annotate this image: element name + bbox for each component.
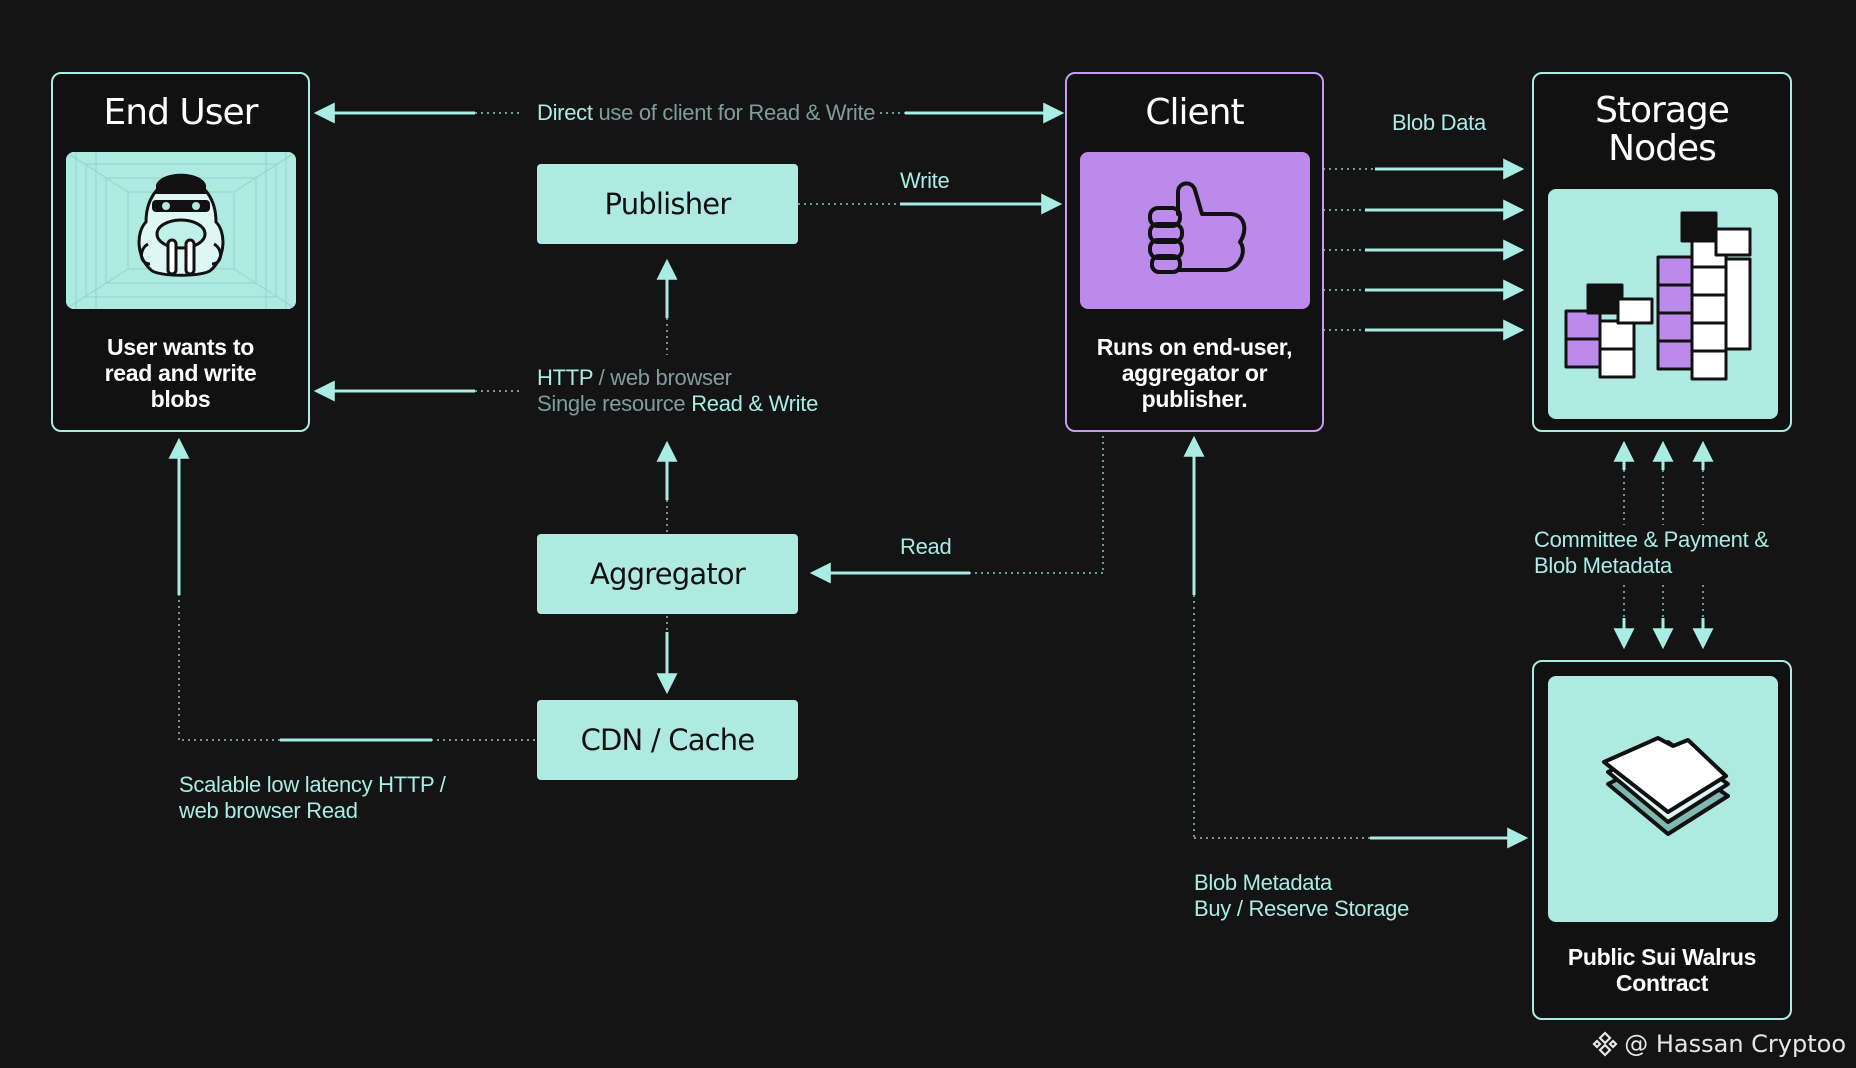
binance-logo-icon xyxy=(1592,1031,1618,1057)
client-card: Client Runs on end-user, aggregator or p… xyxy=(1065,72,1324,432)
label-http-line2: Single resource Read & Write xyxy=(537,391,818,417)
label-blob-metadata-line1: Blob Metadata xyxy=(1194,870,1332,895)
label-http-dim: Single resource xyxy=(537,391,692,416)
walrus-illustration xyxy=(66,152,296,309)
contract-caption: Public Sui Walrus Contract xyxy=(1567,944,1757,996)
end-user-title: End User xyxy=(103,92,259,133)
edge-committee xyxy=(1613,440,1714,650)
label-http: HTTP / web browser Single resource Read … xyxy=(537,365,818,417)
label-http-line1: HTTP / web browser xyxy=(537,365,818,391)
storage-cubes-icon xyxy=(1564,211,1752,381)
end-user-card: End User User wants to read xyxy=(51,72,310,432)
label-blob-metadata-line2: Buy / Reserve Storage xyxy=(1194,896,1410,921)
edge-read xyxy=(809,436,1104,584)
label-blob-data: Blob Data xyxy=(1392,110,1486,135)
end-user-caption: User wants to read and write blobs xyxy=(104,334,257,412)
label-committee-line2: Blob Metadata xyxy=(1534,553,1672,578)
edge-http xyxy=(313,258,678,533)
contract-illustration xyxy=(1548,676,1778,922)
sui-walrus-contract-card: Public Sui Walrus Contract xyxy=(1532,660,1792,1020)
client-caption: Runs on end-user, aggregator or publishe… xyxy=(1096,334,1293,412)
label-direct-use-strong: Direct xyxy=(537,100,593,125)
label-http-read-write: Read & Write xyxy=(691,391,819,416)
client-title: Client xyxy=(1145,92,1244,133)
watermark: @ Hassan Cryptoo xyxy=(1592,1030,1846,1058)
label-committee: Committee & Payment & Blob Metadata xyxy=(1534,527,1769,579)
label-read: Read xyxy=(900,534,952,559)
cdn-cache-node: CDN / Cache xyxy=(537,700,798,780)
storage-nodes-card: Storage Nodes xyxy=(1532,72,1792,432)
edge-blob-data xyxy=(1323,158,1525,341)
publisher-node: Publisher xyxy=(537,164,798,244)
label-http-rest: / web browser xyxy=(592,365,732,390)
storage-cubes-illustration xyxy=(1548,189,1778,419)
label-committee-line1: Committee & Payment & xyxy=(1534,527,1769,552)
walrus-icon xyxy=(66,152,296,309)
label-blob-metadata: Blob Metadata Buy / Reserve Storage xyxy=(1194,870,1409,922)
thumbs-up-icon xyxy=(1148,181,1247,274)
edge-scalable-read xyxy=(168,437,535,742)
label-scalable-read: Scalable low latency HTTP / web browser … xyxy=(179,772,446,824)
label-http-strong: HTTP xyxy=(537,365,593,390)
watermark-text: @ Hassan Cryptoo xyxy=(1624,1030,1846,1058)
edge-blob-metadata xyxy=(1183,435,1529,849)
aggregator-node: Aggregator xyxy=(537,534,798,614)
label-scalable-line1: Scalable low latency HTTP / xyxy=(179,772,446,797)
label-scalable-line2: web browser Read xyxy=(179,798,358,823)
storage-nodes-title-line2: Nodes xyxy=(1608,128,1717,169)
document-stack-icon xyxy=(1602,736,1730,836)
hand-illustration xyxy=(1080,152,1310,309)
storage-nodes-title-line1: Storage xyxy=(1595,90,1730,131)
label-direct-use-rest: use of client for Read & Write xyxy=(592,100,876,125)
label-write: Write xyxy=(900,168,950,193)
label-direct-use: Direct use of client for Read & Write xyxy=(537,100,876,126)
